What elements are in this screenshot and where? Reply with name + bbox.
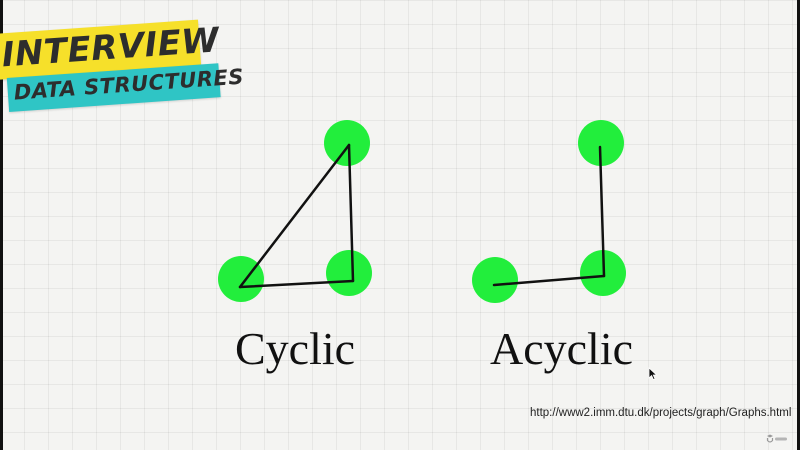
acyclic-edge-bottom-left-bottom-right (492, 274, 606, 287)
cyclic-node-bottom-right (326, 250, 372, 296)
cyclic-edge-top-bottom-left (238, 143, 351, 289)
acyclic-edge-top-bottom-right (598, 145, 606, 278)
acyclic-node-bottom-left (472, 257, 518, 303)
udemy-logo-icon (766, 434, 787, 443)
cyclic-graph (218, 120, 372, 302)
caption-cyclic: Cyclic (235, 323, 356, 374)
right-border (797, 0, 800, 450)
source-url: http://www2.imm.dtu.dk/projects/graph/Gr… (530, 407, 792, 419)
acyclic-node-top (578, 120, 624, 166)
cyclic-node-bottom-left (218, 256, 264, 302)
acyclic-graph (472, 120, 626, 303)
mouse-pointer-icon (648, 367, 658, 381)
left-border (0, 0, 3, 450)
caption-acyclic: Acyclic (490, 323, 634, 374)
cyclic-edge-top-bottom-right (347, 143, 355, 283)
cyclic-edge-bottom-left-bottom-right (238, 279, 355, 289)
cyclic-node-top (324, 120, 370, 166)
